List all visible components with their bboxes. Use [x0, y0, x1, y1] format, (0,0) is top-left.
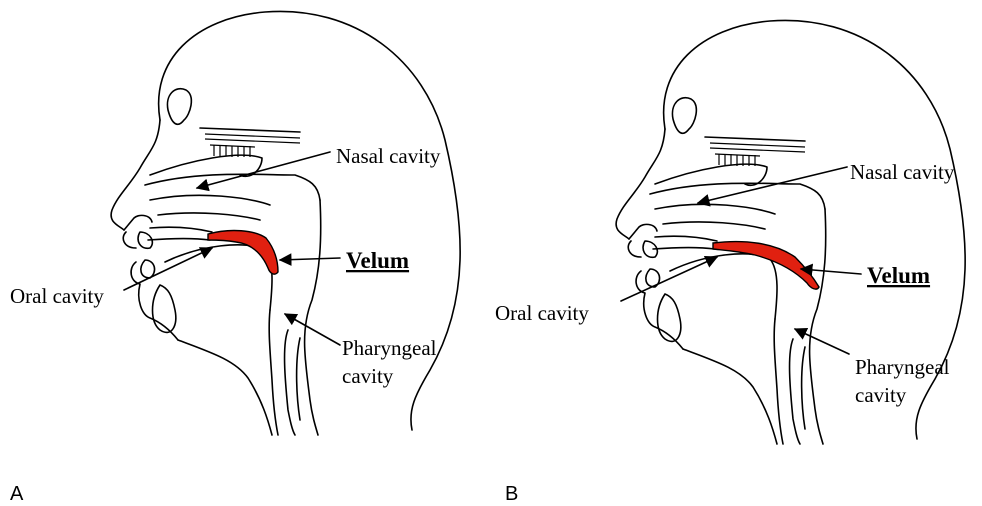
pharyngeal-label-2-b: cavity	[855, 383, 907, 407]
head-outline-a	[111, 11, 460, 435]
panel-label-b: B	[505, 483, 518, 505]
nasal-cavity-label-a: Nasal cavity	[336, 144, 441, 168]
velum-a	[208, 231, 278, 275]
nasal-cavity-label-b: Nasal cavity	[850, 160, 955, 184]
oral-cavity-label-a: Oral cavity	[10, 284, 104, 308]
panel-label-a: A	[10, 483, 24, 505]
velum-label-b: Velum	[867, 263, 930, 288]
head-outline-b	[616, 20, 965, 444]
pharyngeal-label-2-a: cavity	[342, 364, 394, 388]
pharyngeal-label-a: Pharyngeal	[342, 336, 437, 360]
velum-label-a: Velum	[346, 248, 409, 273]
pharyngeal-arrow-a	[285, 314, 340, 345]
panel-a: Nasal cavity Velum Oral cavity Pharyngea…	[10, 11, 460, 505]
velum-b	[713, 242, 819, 290]
velum-arrow-a	[280, 258, 340, 260]
oral-arrow-a	[124, 248, 212, 290]
panel-b: Nasal cavity Velum Oral cavity Pharyngea…	[495, 20, 965, 505]
nasal-arrow-b	[698, 167, 847, 203]
pharyngeal-arrow-b	[795, 329, 849, 354]
oral-cavity-label-b: Oral cavity	[495, 301, 589, 325]
pharyngeal-label-b: Pharyngeal	[855, 355, 950, 379]
